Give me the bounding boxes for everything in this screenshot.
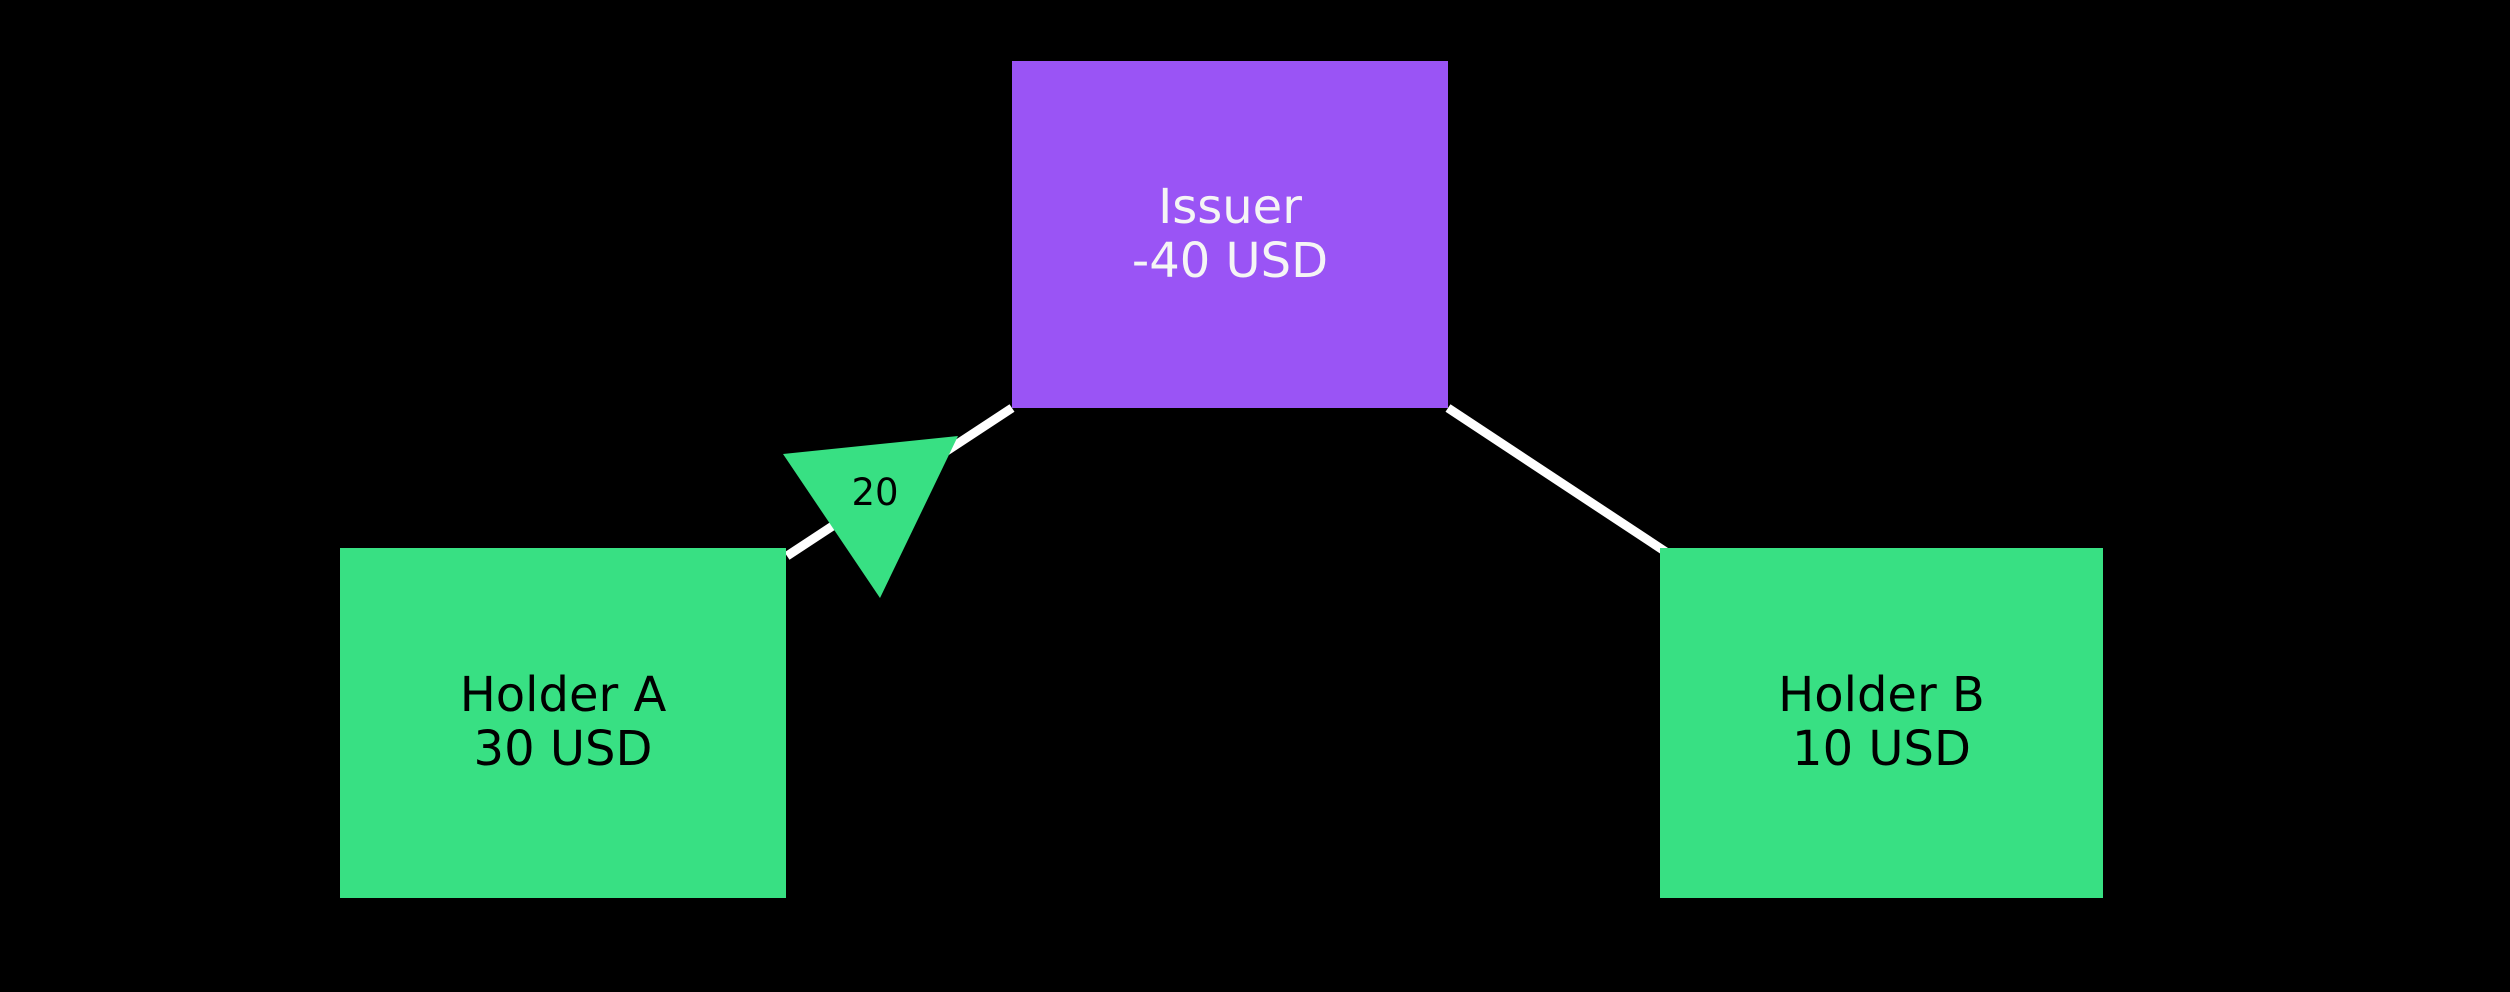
node-holder-b-balance: 10 USD [1792, 721, 1971, 777]
node-holder-a-balance: 30 USD [473, 721, 653, 777]
node-holder-b-title: Holder B [1778, 667, 1985, 724]
edge-issuer-to-holder-b [1445, 404, 1675, 560]
node-holder-a-title: Holder A [459, 667, 667, 724]
node-issuer-balance: -40 USD [1131, 232, 1329, 289]
edge-label-amount: 20 [851, 471, 899, 514]
node-issuer-title: Issuer [1158, 178, 1302, 235]
node-issuer[interactable]: Issuer -40 USD [1012, 61, 1448, 408]
transfer-marker-triangle [783, 436, 958, 598]
node-holder-a[interactable]: Holder A 30 USD [340, 548, 786, 898]
node-holder-b[interactable]: Holder B 10 USD [1660, 548, 2103, 898]
